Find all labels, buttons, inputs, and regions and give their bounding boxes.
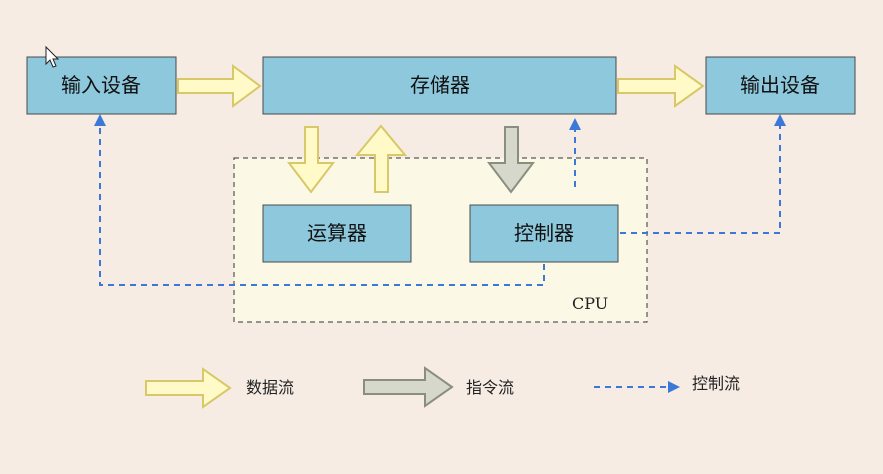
legend-instruction-flow-arrow <box>363 366 454 408</box>
alu-label: 运算器 <box>307 221 367 245</box>
legend-data-flow-arrow <box>145 367 232 409</box>
instruction-arrow-memory-to-controller <box>486 126 536 194</box>
memory-label: 存储器 <box>410 73 470 97</box>
legend-instruction-flow-label: 指令流 <box>466 378 514 397</box>
output-device-box <box>705 56 856 115</box>
legend-control-flow-label: 控制流 <box>692 374 740 393</box>
controller-box <box>469 204 619 263</box>
alu-box <box>262 204 412 263</box>
data-arrow-alu-to-memory <box>354 124 408 193</box>
data-arrow-memory-to-output <box>617 64 705 108</box>
output-device-label: 输出设备 <box>740 73 820 97</box>
memory-box <box>262 56 617 115</box>
input-device-label: 输入设备 <box>61 73 141 97</box>
data-arrow-memory-to-alu <box>286 126 336 194</box>
control-line-controller-to-input <box>94 114 545 286</box>
data-arrow-input-to-memory <box>177 64 262 108</box>
cpu-label: CPU <box>572 294 608 313</box>
controller-label: 控制器 <box>514 221 574 245</box>
legend-data-flow-label: 数据流 <box>246 378 294 397</box>
legend: 数据流 指令流 控制流 <box>145 366 740 409</box>
mouse-cursor-icon <box>45 45 60 68</box>
control-line-controller-to-output <box>620 114 786 234</box>
input-device-box <box>26 56 177 115</box>
